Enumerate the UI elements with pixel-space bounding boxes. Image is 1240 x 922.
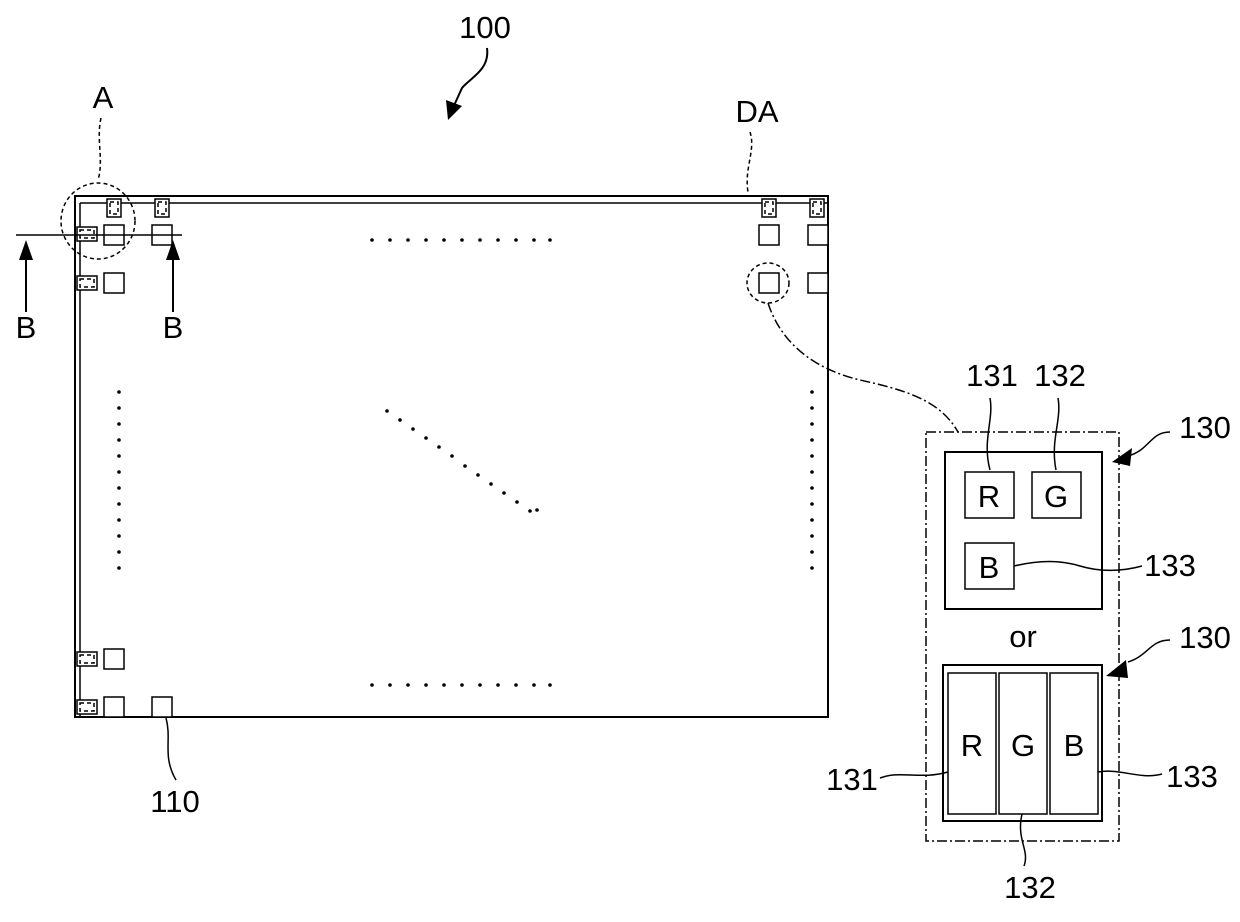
region-da-leader <box>747 132 752 192</box>
pixel-variant-top: R G B <box>945 452 1102 609</box>
region-a-label: A <box>93 80 114 115</box>
subpixel-r-bottom-letter: R <box>961 728 983 763</box>
pixel-square <box>152 697 172 717</box>
pixel-square <box>808 225 828 245</box>
subpixel-b-bottom-letter: B <box>1064 728 1085 763</box>
ellipsis-diagonal <box>385 409 539 513</box>
pixel-grid-top-right <box>759 225 828 293</box>
or-text: or <box>1009 619 1037 654</box>
sub-g-top-label: 132 <box>1034 358 1086 393</box>
subpixel-g-bottom-letter: G <box>1011 728 1035 763</box>
region-a-circle <box>61 183 135 259</box>
ellipsis-bottom <box>370 683 552 687</box>
section-arrowhead-left <box>19 240 33 260</box>
pixel-bottom-label: 130 <box>1179 620 1231 655</box>
device-label: 100 <box>459 10 511 45</box>
sub-g-bottom-label: 132 <box>1004 870 1056 905</box>
pixel-square <box>759 273 779 293</box>
pixel-callout-leader <box>768 303 958 432</box>
sub-b-top-label: 133 <box>1144 548 1196 583</box>
pixel-variant-bottom: R G B <box>943 665 1102 821</box>
pixel-square <box>808 273 828 293</box>
ellipsis-right <box>810 390 814 570</box>
pixel-square <box>104 697 124 717</box>
subpixel-g-top-letter: G <box>1044 479 1068 514</box>
pixel-square <box>104 649 124 669</box>
device-arrowhead <box>446 100 462 120</box>
pixel-bottom-arrowhead <box>1106 660 1128 678</box>
pixel-top-label: 130 <box>1179 410 1231 445</box>
section-label-right: B <box>163 310 184 345</box>
subpixel-r-top-letter: R <box>978 479 1000 514</box>
ellipsis-left <box>117 390 121 570</box>
ellipsis-top <box>370 238 552 242</box>
subpixel-b-top-letter: B <box>979 550 1000 585</box>
pixel-square <box>104 273 124 293</box>
section-label-left: B <box>16 310 37 345</box>
substrate-label: 110 <box>150 784 199 819</box>
sub-r-bottom-label: 131 <box>826 762 878 797</box>
region-da-label: DA <box>735 94 778 129</box>
sub-b-bottom-label: 133 <box>1166 759 1218 794</box>
pixel-top-arrowhead <box>1112 448 1132 466</box>
device-leader-arrow <box>452 48 487 110</box>
substrate-leader <box>166 718 176 780</box>
sub-r-top-label: 131 <box>966 358 1018 393</box>
edge-dummy-elements-top <box>107 199 824 217</box>
pixel-grid-top-left <box>104 225 172 717</box>
pixel-square <box>759 225 779 245</box>
region-a-leader <box>98 118 101 180</box>
